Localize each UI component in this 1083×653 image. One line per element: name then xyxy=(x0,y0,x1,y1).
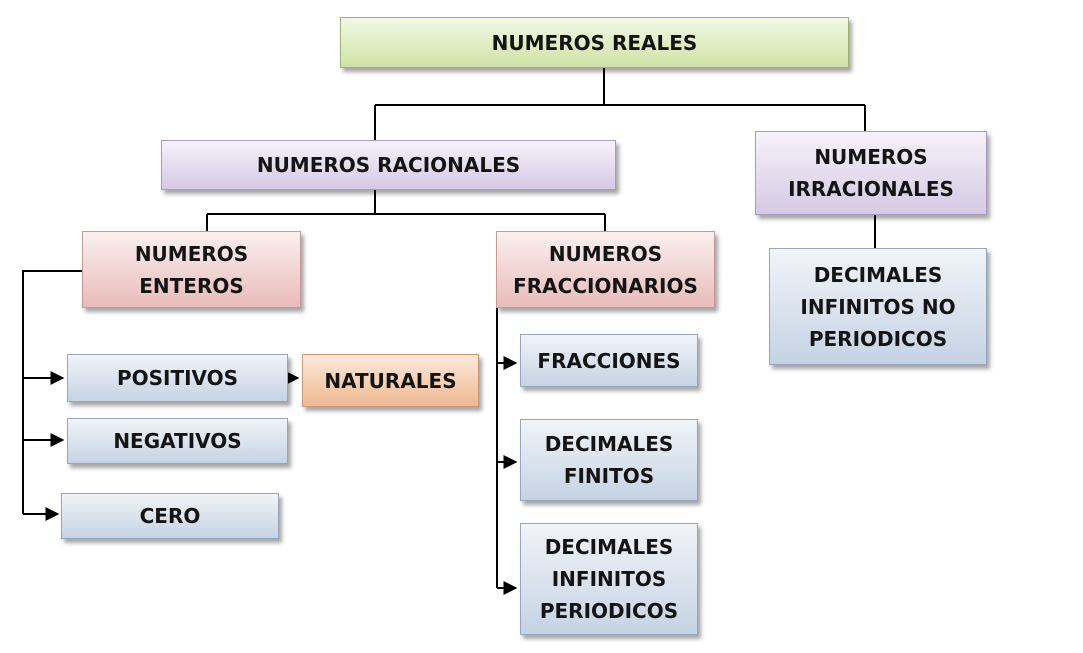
node-numeros-enteros: NUMEROS ENTEROS xyxy=(82,231,301,308)
node-label: CERO xyxy=(139,504,201,528)
node-positivos: POSITIVOS xyxy=(67,354,288,402)
connector-racionales-children xyxy=(206,190,606,231)
node-label: NATURALES xyxy=(324,368,457,393)
node-label: NUMEROS ENTEROS xyxy=(134,241,249,298)
node-label: NUMEROS FRACCIONARIOS xyxy=(513,241,698,298)
node-label: POSITIVOS xyxy=(116,366,239,390)
node-decimales-infinitos-no-periodicos: DECIMALES INFINITOS NO PERIODICOS xyxy=(769,248,987,365)
node-label: NUMEROS RACIONALES xyxy=(256,153,521,177)
node-numeros-irracionales: NUMEROS IRRACIONALES xyxy=(755,131,987,215)
node-label: DECIMALES INFINITOS NO PERIODICOS xyxy=(800,262,956,351)
node-label: NEGATIVOS xyxy=(113,429,242,453)
node-cero: CERO xyxy=(61,493,279,539)
node-label: DECIMALES INFINITOS PERIODICOS xyxy=(539,535,679,623)
node-decimales-finitos: DECIMALES FINITOS xyxy=(520,419,698,501)
node-label: DECIMALES FINITOS xyxy=(544,432,674,488)
node-numeros-racionales: NUMEROS RACIONALES xyxy=(161,140,616,190)
node-naturales: NATURALES xyxy=(302,354,479,407)
node-label: NUMEROS IRRACIONALES xyxy=(788,145,954,201)
node-negativos: NEGATIVOS xyxy=(67,418,288,464)
node-numeros-reales: NUMEROS REALES xyxy=(340,17,849,68)
node-label: NUMEROS REALES xyxy=(491,30,698,55)
node-label: FRACCIONES xyxy=(537,348,681,373)
node-decimales-infinitos-periodicos: DECIMALES INFINITOS PERIODICOS xyxy=(520,523,698,635)
node-fracciones: FRACCIONES xyxy=(520,334,698,387)
connector-enteros-bracket xyxy=(22,270,82,514)
node-numeros-fraccionarios: NUMEROS FRACCIONARIOS xyxy=(496,231,715,308)
connector-reales-branches xyxy=(374,68,866,140)
